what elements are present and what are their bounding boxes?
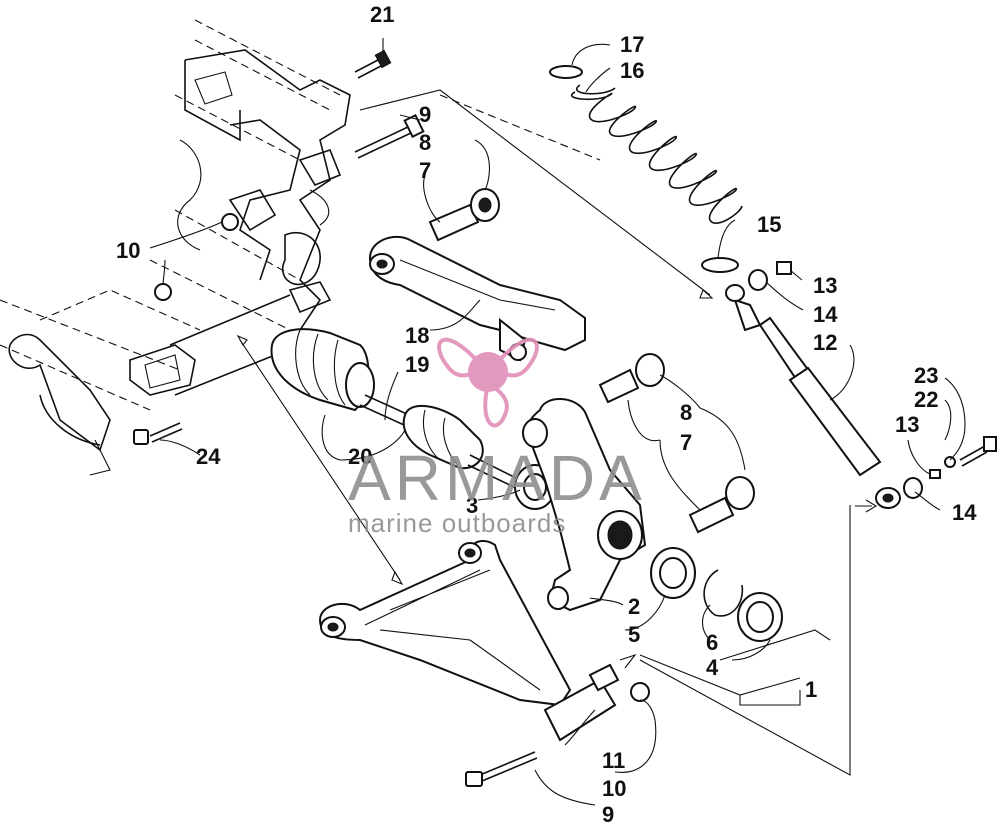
shock-hardware-upper bbox=[748, 261, 792, 291]
bolt-24 bbox=[133, 422, 183, 445]
shock-absorber bbox=[725, 284, 901, 509]
callout-22: 22 bbox=[914, 387, 938, 412]
watermark-title: ARMADA bbox=[348, 442, 646, 514]
knuckle bbox=[522, 398, 647, 612]
callout-16: 16 bbox=[620, 58, 644, 83]
cv-axle bbox=[270, 328, 521, 489]
watermark: ARMADA marine outboards bbox=[348, 337, 646, 538]
callout-7-lower: 7 bbox=[680, 430, 692, 455]
callout-2: 2 bbox=[628, 594, 640, 619]
callout-23: 23 bbox=[914, 363, 938, 388]
callout-21: 21 bbox=[370, 2, 394, 27]
callout-13-upper: 13 bbox=[813, 273, 837, 298]
callout-24: 24 bbox=[196, 444, 221, 469]
lower-a-arm bbox=[318, 540, 572, 707]
bolt-9-upper bbox=[354, 113, 425, 159]
shock-hardware-lower bbox=[903, 436, 997, 499]
callout-17: 17 bbox=[620, 32, 644, 57]
callout-12: 12 bbox=[813, 330, 837, 355]
callout-14-lower: 14 bbox=[952, 500, 977, 525]
callout-7-upper: 7 bbox=[419, 158, 431, 183]
callout-10-lower: 10 bbox=[602, 776, 626, 801]
callout-9-lower: 9 bbox=[602, 802, 614, 827]
callout-13-lower: 13 bbox=[895, 412, 919, 437]
callout-8-upper: 8 bbox=[419, 130, 431, 155]
nut-10-upper-a bbox=[221, 213, 239, 231]
callout-3: 3 bbox=[466, 493, 478, 518]
bearing-assembly bbox=[650, 547, 783, 642]
callout-19: 19 bbox=[405, 352, 429, 377]
callout-4: 4 bbox=[706, 655, 719, 680]
callout-9-upper: 9 bbox=[419, 102, 431, 127]
leader-lines bbox=[149, 38, 966, 806]
chassis-frame bbox=[0, 19, 351, 476]
assembly-lines bbox=[236, 89, 878, 776]
bushing-knuckle bbox=[598, 353, 755, 534]
coil-spring bbox=[549, 65, 743, 273]
watermark-subtitle: marine outboards bbox=[348, 508, 566, 538]
upper-a-arm bbox=[368, 235, 586, 362]
propeller-logo-icon bbox=[437, 337, 539, 428]
callout-15: 15 bbox=[757, 212, 781, 237]
callout-6: 6 bbox=[706, 630, 718, 655]
lower-bracket bbox=[465, 663, 650, 787]
bolt-21 bbox=[354, 49, 392, 79]
callout-20: 20 bbox=[348, 444, 372, 469]
callout-18: 18 bbox=[405, 323, 429, 348]
callout-8-lower: 8 bbox=[680, 400, 692, 425]
callout-1: 1 bbox=[805, 677, 817, 702]
nut-10-upper-b bbox=[154, 283, 172, 301]
callout-11: 11 bbox=[602, 748, 625, 773]
callout-10-upper: 10 bbox=[116, 238, 140, 263]
callout-labels: 21 17 16 9 8 7 15 10 13 14 12 18 19 23 2… bbox=[116, 2, 977, 827]
callout-14-upper: 14 bbox=[813, 302, 838, 327]
bushing-upper bbox=[428, 188, 500, 242]
callout-5: 5 bbox=[628, 622, 640, 647]
